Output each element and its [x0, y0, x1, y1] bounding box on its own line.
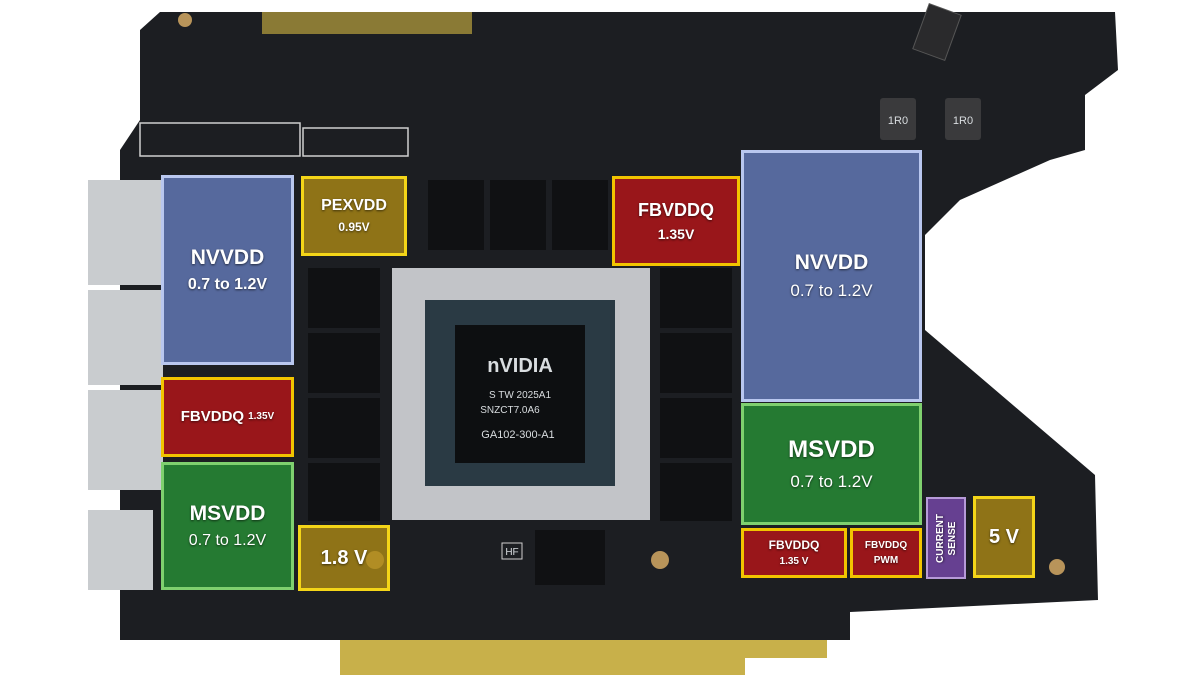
screw-hole	[651, 551, 669, 569]
hf-marking-box	[501, 542, 523, 560]
gpu-marking-line2: SNZCT7.0A6	[480, 405, 540, 416]
pcie-fingers-stub	[745, 640, 827, 658]
current-sense-label: CURRENT SENSE	[935, 514, 958, 563]
display-port	[88, 180, 163, 285]
fbvddq-top-region: FBVDDQ 1.35V	[612, 176, 740, 266]
nvvdd-left-value: 0.7 to 1.2V	[187, 275, 268, 293]
nvvdd-left-region: NVVDD 0.7 to 1.2V	[161, 175, 294, 365]
fbvddq-left-title: FBVDDQ	[180, 408, 245, 426]
fbvddq-small-value: 1.35 V	[779, 555, 809, 567]
screw-hole	[178, 13, 192, 27]
inductor-1r0-right	[945, 98, 981, 140]
display-port	[88, 290, 163, 385]
pcie-fingers	[340, 640, 745, 675]
pexvdd-region: PEXVDD 0.95V	[301, 176, 407, 256]
msvdd-left-value: 0.7 to 1.2V	[188, 531, 267, 549]
inductor-marking-left: 1R0	[888, 115, 908, 127]
pexvdd-value: 0.95V	[338, 220, 370, 235]
gpu-brand-logo: nVIDIA	[487, 355, 553, 377]
msvdd-right-value: 0.7 to 1.2V	[790, 472, 873, 492]
fbvddq-small-region: FBVDDQ 1.35 V	[741, 528, 847, 578]
v5-title: 5 V	[988, 525, 1020, 548]
fbvddq-top-value: 1.35V	[657, 226, 695, 243]
gpu-part-number: GA102-300-A1	[481, 429, 554, 441]
silkscreen-box	[302, 127, 409, 157]
current-sense-title: CURRENT	[934, 513, 946, 563]
msvdd-left-region: MSVDD 0.7 to 1.2V	[161, 462, 294, 590]
hdmi-port	[88, 510, 153, 590]
fbvddq-left-value: 1.35V	[248, 411, 275, 423]
nvvdd-right-value: 0.7 to 1.2V	[790, 281, 873, 301]
nvvdd-left-title: NVVDD	[190, 245, 265, 269]
inductor-marking-right: 1R0	[953, 115, 973, 127]
current-sense-region: CURRENT SENSE	[926, 497, 966, 579]
inductor-1r0-left	[880, 98, 916, 140]
fbvddq-top-title: FBVDDQ	[638, 199, 714, 220]
silkscreen-box	[139, 122, 301, 157]
power-connector	[912, 2, 962, 62]
top-connector-fingers	[262, 12, 472, 34]
fbvddq-pwm-value: PWM	[873, 554, 899, 566]
hf-marking: HF	[505, 547, 518, 558]
screw-hole	[1049, 559, 1065, 575]
fbvddq-small-title: FBVDDQ	[768, 537, 820, 552]
v18-title: 1.8 V	[320, 546, 368, 569]
nvvdd-right-title: NVVDD	[794, 251, 869, 275]
fbvddq-pwm-region: FBVDDQ PWM	[850, 528, 922, 578]
gpu-marking-line1: S TW 2025A1	[489, 390, 552, 401]
display-port	[88, 390, 163, 490]
msvdd-left-title: MSVDD	[189, 501, 266, 525]
gpu-die	[455, 325, 585, 463]
msvdd-right-region: MSVDD 0.7 to 1.2V	[741, 403, 922, 525]
current-sense-value: SENSE	[946, 521, 958, 555]
fbvddq-pwm-title: FBVDDQ	[864, 540, 908, 551]
memory-chips	[308, 180, 732, 585]
nvvdd-right-region: NVVDD 0.7 to 1.2V	[741, 150, 922, 402]
pexvdd-title: PEXVDD	[321, 196, 387, 214]
msvdd-right-title: MSVDD	[788, 436, 875, 464]
v5-region: 5 V	[973, 496, 1035, 578]
fbvddq-left-region: FBVDDQ 1.35V	[161, 377, 294, 457]
v18-region: 1.8 V	[298, 525, 390, 591]
